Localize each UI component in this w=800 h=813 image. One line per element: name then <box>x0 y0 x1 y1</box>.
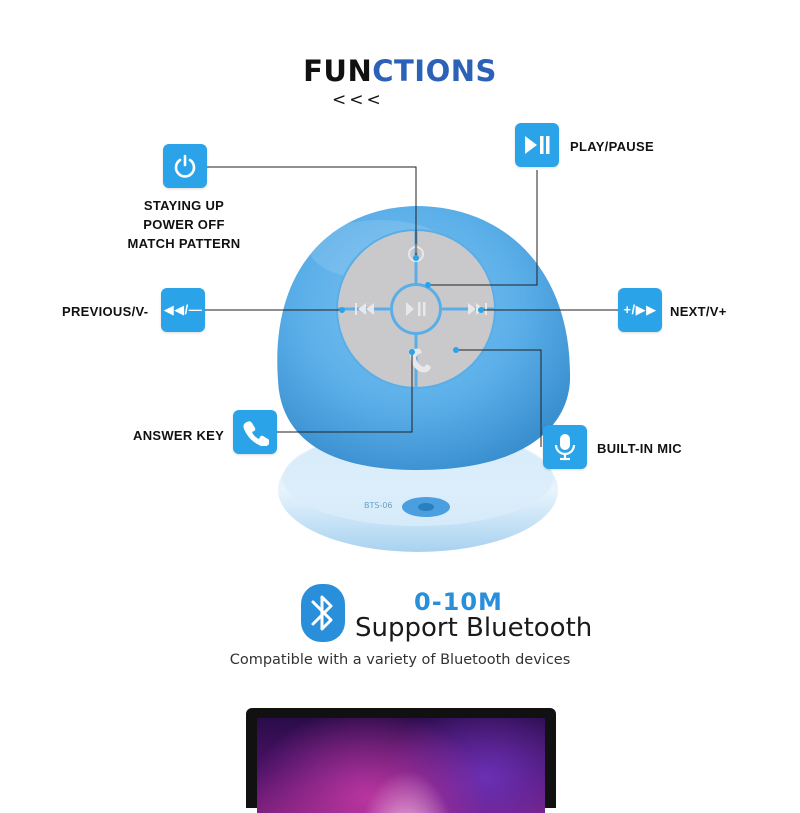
built-in-mic-label: BUILT-IN MIC <box>597 441 682 456</box>
previous-icon-text: ◀◀/— <box>163 302 203 317</box>
laptop-screen <box>257 718 545 813</box>
next-icon-text: +/▶▶ <box>623 302 657 317</box>
connector-lines <box>205 166 618 447</box>
bluetooth-compat-text: Compatible with a variety of Bluetooth d… <box>229 652 571 668</box>
svg-text:BTS-06: BTS-06 <box>364 501 393 510</box>
power-label-line1: STAYING UP <box>143 198 225 213</box>
laptop-image <box>246 708 556 813</box>
connector-dots <box>339 255 484 355</box>
power-icon <box>163 144 207 188</box>
power-label-line3: MATCH PATTERN <box>127 236 241 251</box>
bluetooth-support-text: Support Bluetooth <box>355 613 593 643</box>
charging-port: BTS-06 <box>364 497 450 517</box>
power-function-label: STAYING UP POWER OFF MATCH PATTERN <box>112 196 256 253</box>
bluetooth-icon <box>301 584 345 642</box>
next-label: NEXT/V+ <box>670 304 727 319</box>
previous-label: PREVIOUS/V- <box>62 304 149 319</box>
play-pause-label: PLAY/PAUSE <box>570 139 654 154</box>
play-pause-icon <box>515 123 559 167</box>
bluetooth-range: 0-10M <box>414 588 503 616</box>
phone-icon <box>233 410 277 454</box>
next-volume-up-icon: +/▶▶ <box>618 288 662 332</box>
power-label-line2: POWER OFF <box>143 217 225 232</box>
bluetooth-compat-text-wrap: Compatible with a variety of Bluetooth d… <box>0 652 800 668</box>
title-part-2: CTIONS <box>372 54 497 88</box>
answer-key-label: ANSWER KEY <box>133 428 225 443</box>
title-part-1: FUN <box>303 54 373 88</box>
title-chevrons: <<< <box>332 90 384 110</box>
microphone-icon <box>543 425 587 469</box>
page-title: FUNCTIONS <box>0 54 800 88</box>
previous-volume-down-icon: ◀◀/— <box>161 288 205 332</box>
